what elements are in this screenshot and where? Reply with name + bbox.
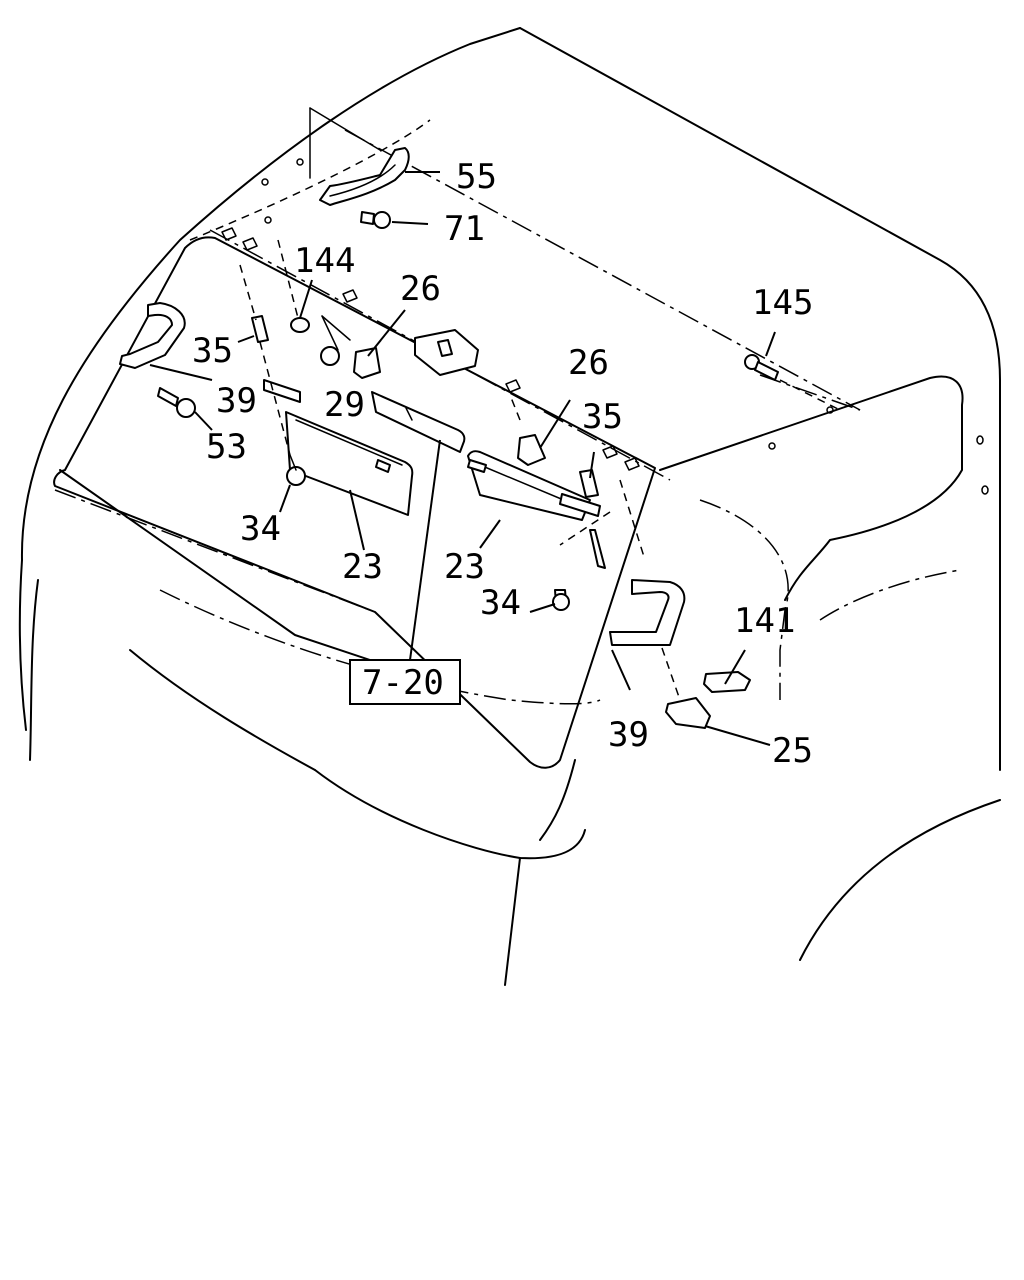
callout-26-right: 26 bbox=[568, 343, 609, 383]
callout-34-right: 34 bbox=[480, 583, 521, 623]
callout-35-left: 35 bbox=[192, 331, 233, 371]
callout-141: 141 bbox=[734, 601, 795, 641]
sun-visor-right bbox=[467, 450, 606, 611]
visor-clip-26-left bbox=[353, 347, 381, 379]
callout-55: 55 bbox=[456, 157, 497, 197]
assist-grip-left bbox=[119, 302, 196, 418]
callout-145: 145 bbox=[752, 283, 813, 323]
assist-grip-top bbox=[319, 147, 410, 229]
nut-29 bbox=[320, 346, 340, 366]
callout-25: 25 bbox=[772, 731, 813, 771]
leader-lines bbox=[149, 171, 841, 746]
callout-26-left: 26 bbox=[400, 269, 441, 309]
callouts: 55 71 144 26 26 35 35 39 29 53 34 23 23 … bbox=[192, 157, 813, 771]
clip-35-right bbox=[579, 469, 599, 498]
rearview-mirror bbox=[371, 329, 479, 453]
callout-35-right: 35 bbox=[582, 397, 623, 437]
callout-71: 71 bbox=[444, 209, 485, 249]
sun-visor-left bbox=[263, 379, 414, 516]
visor-clip-26-right bbox=[517, 434, 546, 466]
reference-label: 7-20 bbox=[362, 663, 444, 703]
callout-144: 144 bbox=[294, 241, 355, 281]
callout-29: 29 bbox=[324, 385, 365, 425]
callout-39-right: 39 bbox=[608, 715, 649, 755]
callout-39-left: 39 bbox=[216, 381, 257, 421]
callout-23-right: 23 bbox=[444, 547, 485, 587]
clip-markers bbox=[221, 227, 640, 471]
assist-grip-right bbox=[609, 579, 686, 646]
cab-outline bbox=[18, 27, 1001, 986]
reference-box: 7-20 bbox=[349, 659, 461, 705]
plug-144 bbox=[290, 317, 310, 333]
callout-23-left: 23 bbox=[342, 547, 383, 587]
clip-35-left bbox=[251, 315, 269, 343]
screw-145 bbox=[744, 354, 779, 381]
callout-34-left: 34 bbox=[240, 509, 281, 549]
holder-25 bbox=[665, 697, 711, 729]
callout-53: 53 bbox=[206, 427, 247, 467]
